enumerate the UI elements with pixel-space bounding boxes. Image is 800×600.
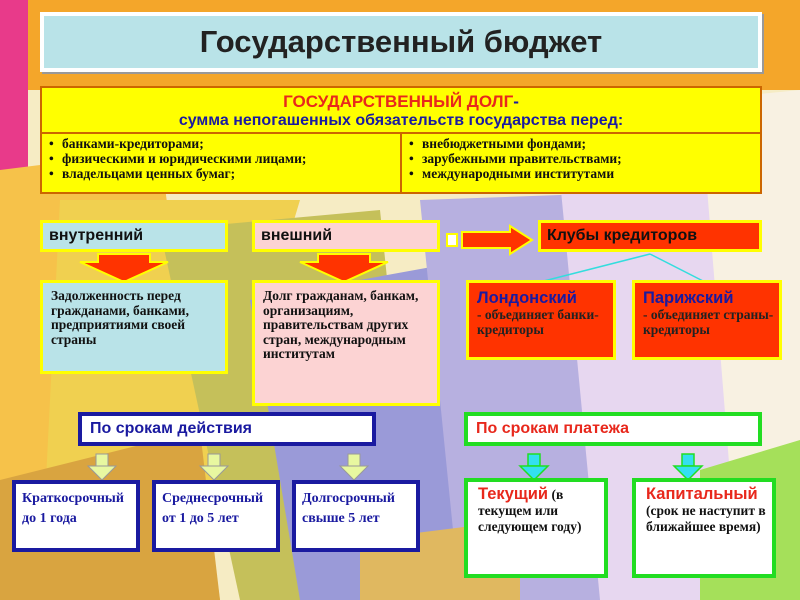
london-club: Лондонский - объединяет банки-кредиторы (466, 280, 616, 360)
down-arrow-medium-icon (198, 453, 230, 481)
down-arrow-internal-icon (79, 253, 169, 284)
list-item: внебюджетными фондами; (409, 136, 756, 151)
down-arrow-short-icon (86, 453, 118, 481)
down-arrow-capital-icon (672, 453, 704, 482)
medium-term-debt: Среднесрочный от 1 до 5 лет (152, 480, 280, 552)
debt-creditors-left: банками-кредиторами; физическими и юриди… (42, 134, 402, 194)
creditor-clubs-label: Клубы кредиторов (538, 220, 762, 252)
debt-header: ГОСУДАРСТВЕННЫЙ ДОЛГ- сумма непогашенных… (42, 88, 760, 134)
down-arrow-external-icon (299, 253, 389, 284)
long-term-debt: Долгосрочный свыше 5 лет (292, 480, 420, 552)
capital-debt: Капитальный (срок не наступит в ближайше… (632, 478, 776, 578)
debt-subtitle: сумма непогашенных обязательств государс… (178, 112, 624, 129)
list-item: банками-кредиторами; (49, 136, 396, 151)
page-title-text: Государственный бюджет (199, 24, 603, 59)
connector-paris (649, 253, 706, 283)
by-validity-term-label: По срокам действия (78, 412, 376, 446)
arrow-stub-icon (446, 233, 458, 247)
current-debt-text: (в текущем или следующем году) (478, 487, 582, 534)
external-debt-description: Долг гражданам, банкам, организациям, пр… (252, 280, 440, 406)
list-item: владельцами ценных бумаг; (49, 166, 396, 181)
paris-club-name: Парижский (643, 289, 734, 307)
state-debt-definition: ГОСУДАРСТВЕННЫЙ ДОЛГ- сумма непогашенных… (40, 86, 762, 194)
london-club-name: Лондонский (477, 289, 577, 307)
paris-club-description: - объединяет страны-кредиторы (643, 307, 774, 337)
list-item: международными институтами (409, 166, 756, 181)
current-debt: Текущий (в текущем или следующем году) (464, 478, 608, 578)
debt-title-dash: - (513, 92, 519, 111)
page-title: Государственный бюджет (40, 12, 762, 72)
short-term-debt: Краткосрочный до 1 года (12, 480, 140, 552)
internal-debt-description: Задолженность перед гражданами, банками,… (40, 280, 228, 374)
internal-debt-label: внутренний (40, 220, 228, 252)
capital-debt-name: Капитальный (646, 485, 758, 503)
by-payment-term-label: По срокам платежа (464, 412, 762, 446)
list-item: физическими и юридическими лицами; (49, 151, 396, 166)
list-item: зарубежными правительствами; (409, 151, 756, 166)
down-arrow-current-icon (518, 453, 550, 482)
down-arrow-long-icon (338, 453, 370, 481)
right-arrow-clubs-icon (461, 224, 534, 256)
external-debt-label: внешний (252, 220, 440, 252)
capital-debt-text: (срок не наступит в ближайшее время) (646, 503, 766, 534)
paris-club: Парижский - объединяет страны-кредиторы (632, 280, 782, 360)
current-debt-name: Текущий (478, 485, 549, 503)
connector-london (539, 253, 651, 283)
debt-title-text: ГОСУДАРСТВЕННЫЙ ДОЛГ (283, 92, 514, 111)
debt-creditors-right: внебюджетными фондами; зарубежными прави… (402, 134, 760, 194)
debt-title: ГОСУДАРСТВЕННЫЙ ДОЛГ- (42, 92, 760, 112)
london-club-description: - объединяет банки-кредиторы (477, 307, 599, 337)
